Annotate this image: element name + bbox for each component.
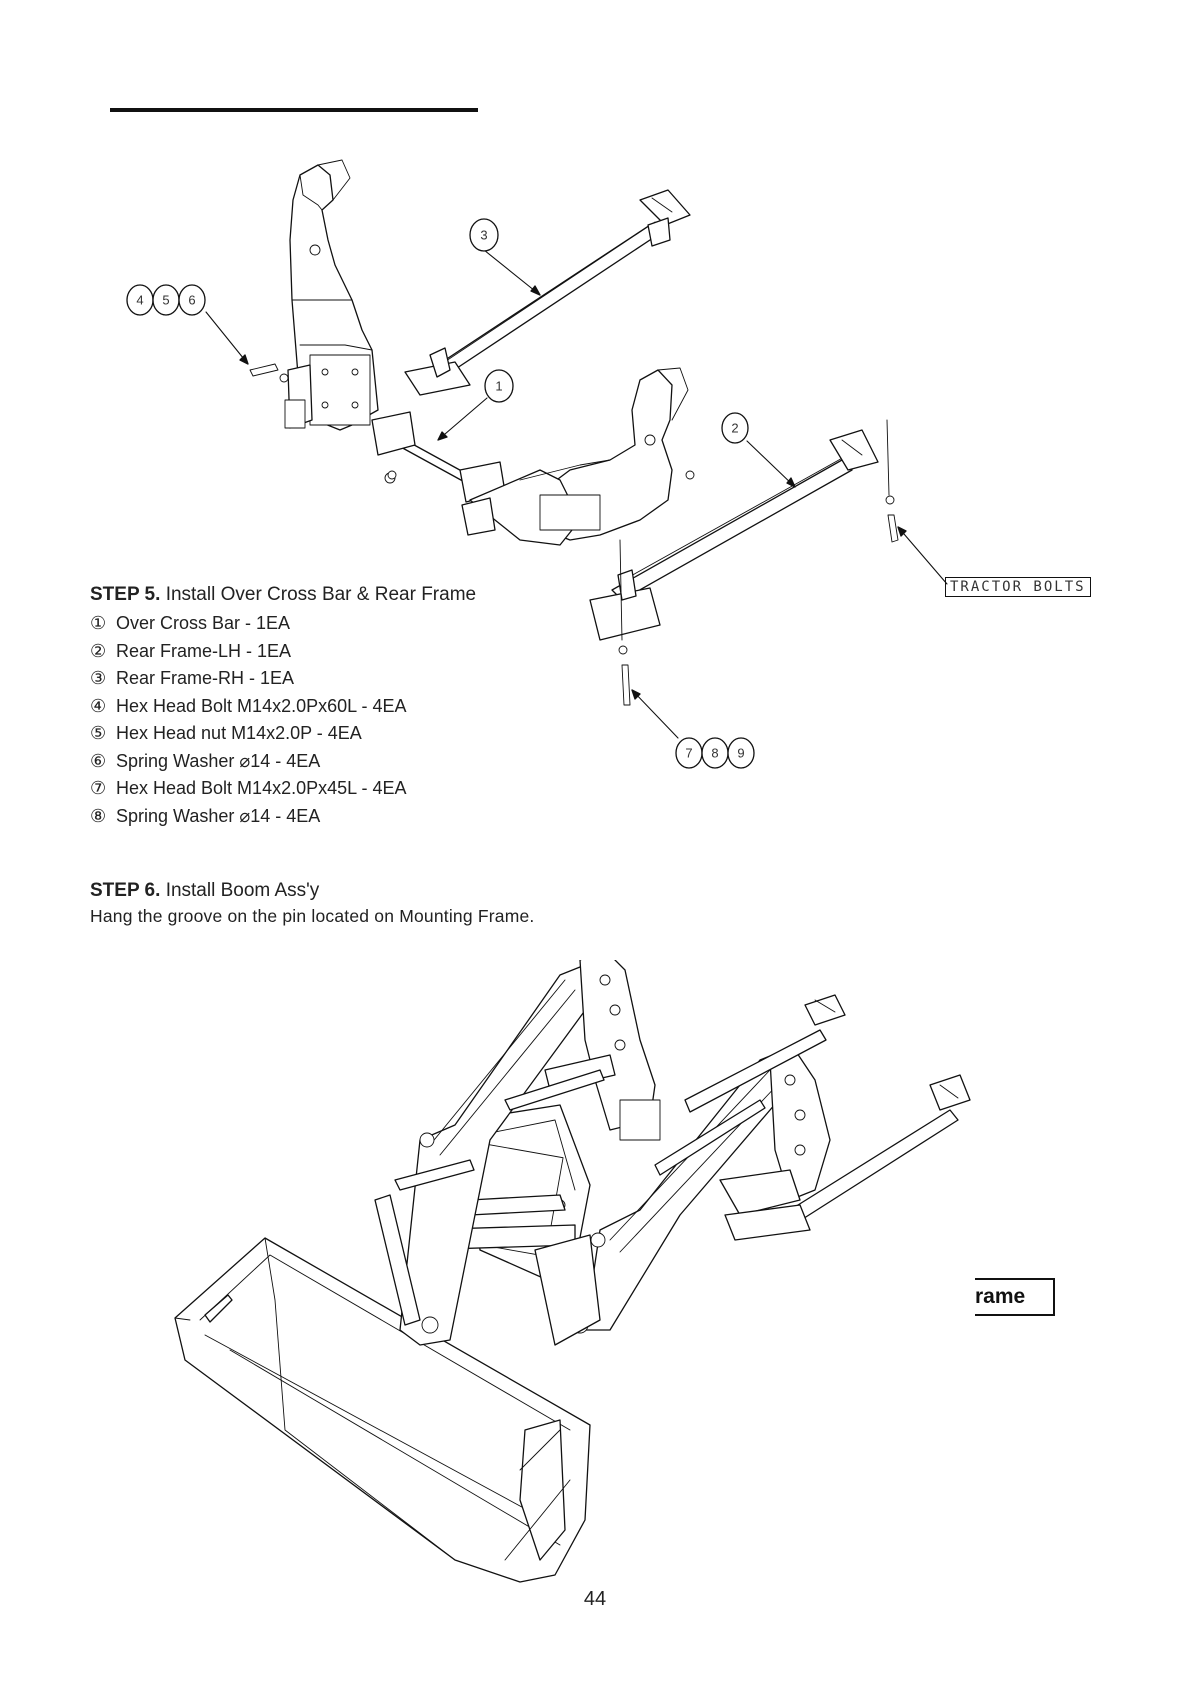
step5-heading: STEP 5. Install Over Cross Bar & Rear Fr… [90, 584, 476, 606]
left-mounting-bracket [284, 159, 379, 431]
right-boom-upright [719, 1049, 831, 1216]
header-rule [110, 108, 478, 112]
rear-frame-rails [684, 994, 971, 1241]
over-cross-bar-part [371, 411, 506, 503]
bucket [174, 1237, 591, 1583]
callout-balloons: 3 4 5 6 1 2 7 8 9 [126, 218, 755, 769]
right-mounting-bracket [461, 367, 695, 546]
callout-1: 1 [495, 379, 502, 394]
step5-label: STEP 5. [90, 584, 161, 605]
rear-frame-rh-part [404, 189, 691, 396]
left-boom-arm [374, 964, 601, 1346]
step6-label: STEP 6. [90, 880, 161, 901]
exploded-frame-diagram: 3 4 5 6 1 2 7 8 9 [126, 159, 948, 769]
step6-heading: STEP 6. Install Boom Ass'y [90, 880, 319, 902]
callout-9: 9 [737, 746, 744, 761]
leader-lines [205, 249, 948, 739]
callout-6: 6 [188, 293, 195, 308]
fasteners [249, 363, 899, 706]
step5-title: Install Over Cross Bar & Rear Frame [165, 584, 477, 605]
callout-8: 8 [711, 746, 718, 761]
callout-3: 3 [480, 228, 487, 243]
mounting-frame-label: rame [975, 1278, 1055, 1316]
left-boom-upright [544, 960, 661, 1141]
callout-5: 5 [162, 293, 169, 308]
boom-assembly-diagram [174, 960, 971, 1583]
callout-4: 4 [136, 293, 143, 308]
step6-title: Install Boom Ass'y [165, 880, 320, 901]
tractor-bolts-label: TRACTOR BOLTS [945, 577, 1091, 597]
callout-7: 7 [685, 746, 692, 761]
hydraulic-cylinders [394, 1069, 766, 1191]
callout-2: 2 [731, 421, 738, 436]
page-number: 44 [583, 1588, 607, 1610]
step6-description: Hang the groove on the pin located on Mo… [90, 906, 535, 926]
